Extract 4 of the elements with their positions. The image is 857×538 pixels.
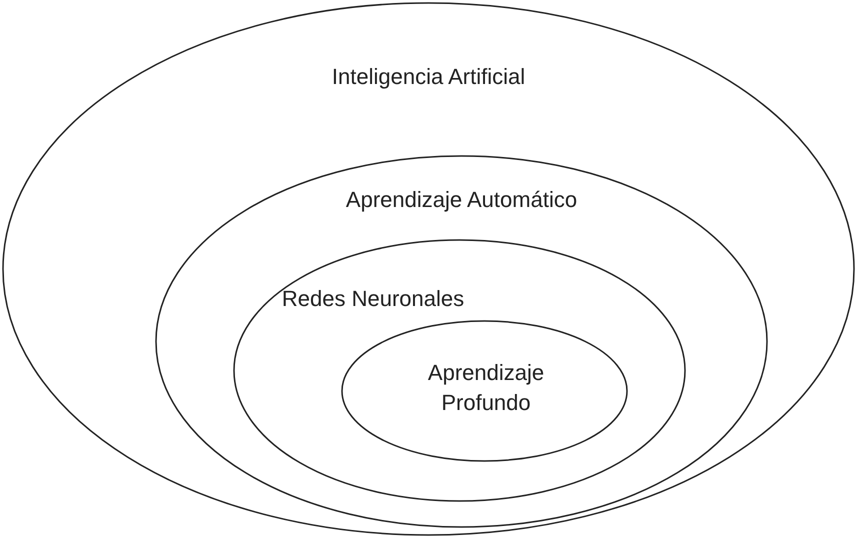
set-label: Inteligencia Artificial xyxy=(330,63,526,91)
set-label: Aprendizaje Automático xyxy=(344,186,578,214)
set-label: Aprendizaje Profundo xyxy=(426,359,546,417)
set-label: Redes Neuronales xyxy=(280,285,466,313)
